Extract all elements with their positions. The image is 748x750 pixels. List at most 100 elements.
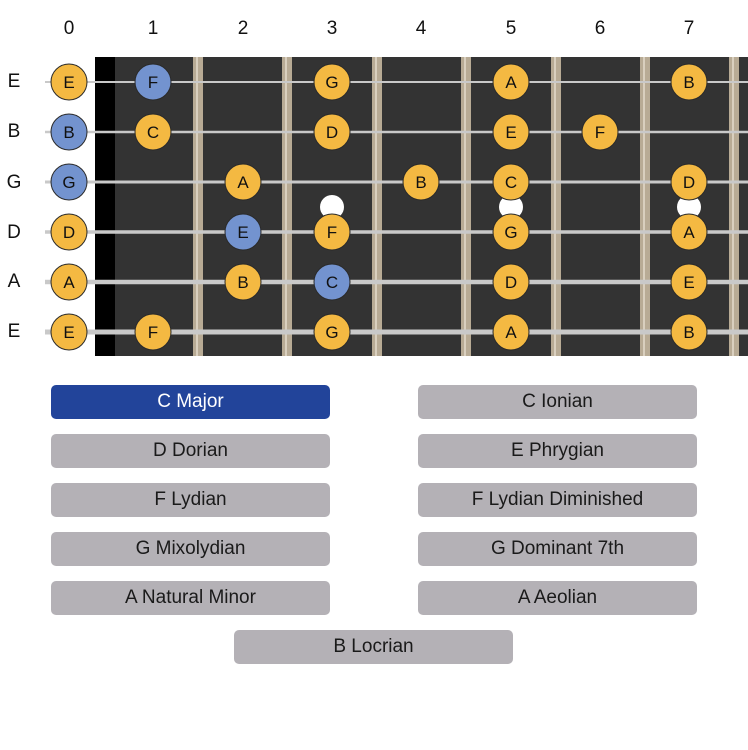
note-label: C bbox=[326, 273, 338, 292]
note-marker bbox=[50, 313, 88, 351]
note-label: E bbox=[63, 73, 74, 92]
guitar-string bbox=[45, 230, 748, 234]
scale-button-e-phrygian[interactable]: E Phrygian bbox=[418, 434, 697, 468]
fret-number-2: 2 bbox=[237, 18, 249, 39]
string-name-g: G bbox=[6, 172, 22, 193]
note-label: B bbox=[683, 323, 694, 342]
note-marker bbox=[670, 163, 708, 201]
note-marker bbox=[50, 113, 88, 151]
guitar-string bbox=[45, 81, 748, 83]
note-label: D bbox=[683, 173, 695, 192]
note-marker bbox=[492, 63, 530, 101]
note-marker bbox=[50, 213, 88, 251]
fret-inlay-dot bbox=[499, 195, 523, 219]
fret-wire-highlight bbox=[375, 57, 377, 356]
note-marker bbox=[50, 263, 88, 301]
note-label: G bbox=[325, 73, 338, 92]
note-marker bbox=[50, 63, 88, 101]
scale-button-f-lydian-diminished[interactable]: F Lydian Diminished bbox=[418, 483, 697, 517]
note-label: D bbox=[326, 123, 338, 142]
note-marker bbox=[50, 163, 88, 201]
note-marker bbox=[224, 163, 262, 201]
guitar-string bbox=[45, 329, 748, 335]
fret-wire-highlight bbox=[554, 57, 556, 356]
guitar-string bbox=[45, 279, 748, 285]
fret-inlay-dot bbox=[677, 195, 701, 219]
note-marker bbox=[670, 263, 708, 301]
note-label: D bbox=[505, 273, 517, 292]
note-label: B bbox=[63, 123, 74, 142]
scale-button-a-aeolian[interactable]: A Aeolian bbox=[418, 581, 697, 615]
note-label: F bbox=[148, 323, 158, 342]
fret-number-1: 1 bbox=[147, 18, 159, 39]
note-label: F bbox=[595, 123, 605, 142]
note-marker bbox=[492, 263, 530, 301]
note-marker bbox=[313, 63, 351, 101]
note-label: A bbox=[63, 273, 75, 292]
note-label: A bbox=[683, 223, 695, 242]
note-label: G bbox=[62, 173, 75, 192]
guitar-string bbox=[45, 130, 748, 134]
note-label: A bbox=[237, 173, 249, 192]
fret-number-5: 5 bbox=[505, 18, 517, 39]
note-label: F bbox=[148, 73, 158, 92]
scale-button-c-ionian[interactable]: C Ionian bbox=[418, 385, 697, 419]
note-label: A bbox=[505, 323, 517, 342]
note-label: C bbox=[147, 123, 159, 142]
fret-inlay-dot bbox=[320, 195, 344, 219]
note-label: E bbox=[683, 273, 694, 292]
fret-number-7: 7 bbox=[683, 18, 695, 39]
note-marker bbox=[492, 313, 530, 351]
note-marker bbox=[134, 63, 172, 101]
fret-number-0: 0 bbox=[63, 18, 75, 39]
fret-wire-highlight bbox=[643, 57, 645, 356]
scale-button-f-lydian[interactable]: F Lydian bbox=[51, 483, 330, 517]
fret-number-6: 6 bbox=[594, 18, 606, 39]
note-label: F bbox=[327, 223, 337, 242]
note-marker bbox=[581, 113, 619, 151]
note-marker bbox=[134, 113, 172, 151]
scale-button-d-dorian[interactable]: D Dorian bbox=[51, 434, 330, 468]
note-marker bbox=[313, 263, 351, 301]
string-name-low-e: E bbox=[7, 321, 21, 342]
scale-button-c-major[interactable]: C Major bbox=[51, 385, 330, 419]
note-marker bbox=[670, 213, 708, 251]
note-label: G bbox=[325, 323, 338, 342]
note-label: E bbox=[237, 223, 248, 242]
string-name-high-e: E bbox=[7, 71, 21, 92]
note-label: A bbox=[505, 73, 517, 92]
fret-number-4: 4 bbox=[415, 18, 427, 39]
note-marker bbox=[492, 113, 530, 151]
note-label: E bbox=[63, 323, 74, 342]
note-label: D bbox=[63, 223, 75, 242]
note-marker bbox=[492, 213, 530, 251]
note-label: E bbox=[505, 123, 516, 142]
string-name-b: B bbox=[7, 121, 21, 142]
scale-button-g-mixolydian[interactable]: G Mixolydian bbox=[51, 532, 330, 566]
fretboard-wood bbox=[95, 57, 748, 356]
fretboard[interactable]: E F G A B B C D E F G A B C D D E F G A A B C D E E F G A B bbox=[0, 0, 748, 360]
note-marker bbox=[224, 263, 262, 301]
fret-number-3: 3 bbox=[326, 18, 338, 39]
note-marker bbox=[402, 163, 440, 201]
note-marker bbox=[670, 63, 708, 101]
note-marker bbox=[134, 313, 172, 351]
scale-button-g-dominant-7th[interactable]: G Dominant 7th bbox=[418, 532, 697, 566]
note-marker bbox=[492, 163, 530, 201]
note-marker bbox=[313, 113, 351, 151]
string-name-a: A bbox=[7, 271, 21, 292]
guitar-string bbox=[45, 180, 748, 184]
note-marker bbox=[313, 213, 351, 251]
note-marker bbox=[313, 313, 351, 351]
fret-wire-highlight bbox=[732, 57, 734, 356]
fret-wire-highlight bbox=[196, 57, 198, 356]
scale-button-b-locrian[interactable]: B Locrian bbox=[234, 630, 513, 664]
fret-wire-highlight bbox=[285, 57, 287, 356]
note-label: B bbox=[683, 73, 694, 92]
note-label: C bbox=[505, 173, 517, 192]
scale-button-a-natural-minor[interactable]: A Natural Minor bbox=[51, 581, 330, 615]
note-label: B bbox=[415, 173, 426, 192]
string-name-d: D bbox=[7, 222, 21, 243]
note-marker bbox=[670, 313, 708, 351]
fret-wire-highlight bbox=[464, 57, 466, 356]
